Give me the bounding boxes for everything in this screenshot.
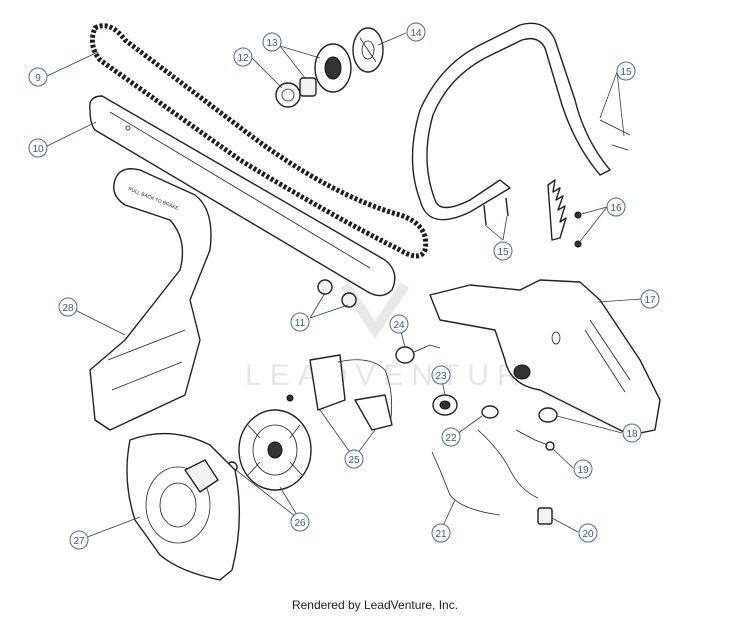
svg-text:10: 10 [32, 144, 44, 155]
callout-14: 14 [406, 22, 426, 42]
svg-text:13: 13 [266, 38, 278, 49]
needle-bearing [275, 82, 301, 108]
clutch-drum [299, 43, 352, 97]
svg-text:12: 12 [237, 53, 249, 64]
callout-20: 20 [578, 523, 598, 543]
svg-text:9: 9 [35, 73, 41, 84]
callout-18: 18 [622, 423, 642, 443]
fuel-filter [481, 405, 499, 419]
watermark-logo: LEADVENTURE [245, 282, 555, 392]
callout-28: 28 [58, 297, 78, 317]
switch-wire [477, 429, 553, 525]
primer-bulb [538, 407, 558, 423]
callout-21: 21 [431, 523, 451, 543]
callout-10: 10 [28, 138, 48, 158]
svg-text:28: 28 [62, 303, 74, 314]
svg-text:25: 25 [348, 455, 360, 466]
flywheel [226, 409, 312, 491]
svg-text:15: 15 [620, 67, 632, 78]
callout-19: 19 [573, 459, 593, 479]
leader-lines [46, 32, 642, 540]
callout-9: 9 [28, 67, 48, 87]
callout-25: 25 [344, 449, 364, 469]
callout-26: 26 [290, 512, 310, 532]
footer-credit: Rendered by LeadVenture, Inc. [291, 598, 459, 612]
svg-text:15: 15 [497, 247, 509, 258]
callout-13: 13 [262, 32, 282, 52]
callout-22: 22 [441, 427, 461, 447]
callout-16: 16 [606, 197, 626, 217]
ignition-module [286, 354, 393, 431]
svg-text:16: 16 [610, 203, 622, 214]
svg-text:21: 21 [435, 529, 447, 540]
callout-11: 11 [290, 312, 310, 332]
bumper-spike [547, 179, 582, 248]
guide-bar [89, 95, 396, 297]
fuel-line [515, 429, 555, 451]
saw-chain [89, 23, 429, 259]
engine-housing [429, 279, 661, 436]
callout-15-upper: 15 [616, 61, 636, 81]
svg-text:26: 26 [294, 518, 306, 529]
starter-housing [126, 432, 241, 581]
callout-15-lower: 15 [493, 241, 513, 261]
clutch-cover [352, 27, 384, 73]
watermark-text: LEADVENTURE [245, 359, 555, 392]
fuel-cap [432, 394, 458, 416]
bar-nuts [317, 279, 357, 308]
svg-text:22: 22 [445, 433, 457, 444]
svg-text:18: 18 [626, 429, 638, 440]
oil-cap [395, 344, 441, 364]
svg-text:20: 20 [582, 529, 594, 540]
svg-text:14: 14 [410, 28, 422, 39]
callout-12: 12 [233, 47, 253, 67]
svg-text:19: 19 [577, 465, 589, 476]
svg-text:11: 11 [295, 318, 306, 329]
svg-text:27: 27 [73, 536, 85, 547]
callout-24: 24 [389, 314, 409, 334]
svg-text:17: 17 [644, 295, 656, 306]
bar-cover: PULL BACK TO BRAKE [89, 168, 212, 431]
throttle-rod [431, 451, 501, 516]
svg-text:24: 24 [393, 320, 405, 331]
callout-27: 27 [69, 530, 89, 550]
svg-text:23: 23 [435, 371, 447, 382]
handle-screws [483, 197, 509, 226]
callout-17: 17 [640, 289, 660, 309]
callout-23: 23 [431, 365, 451, 385]
front-handle [411, 22, 631, 221]
